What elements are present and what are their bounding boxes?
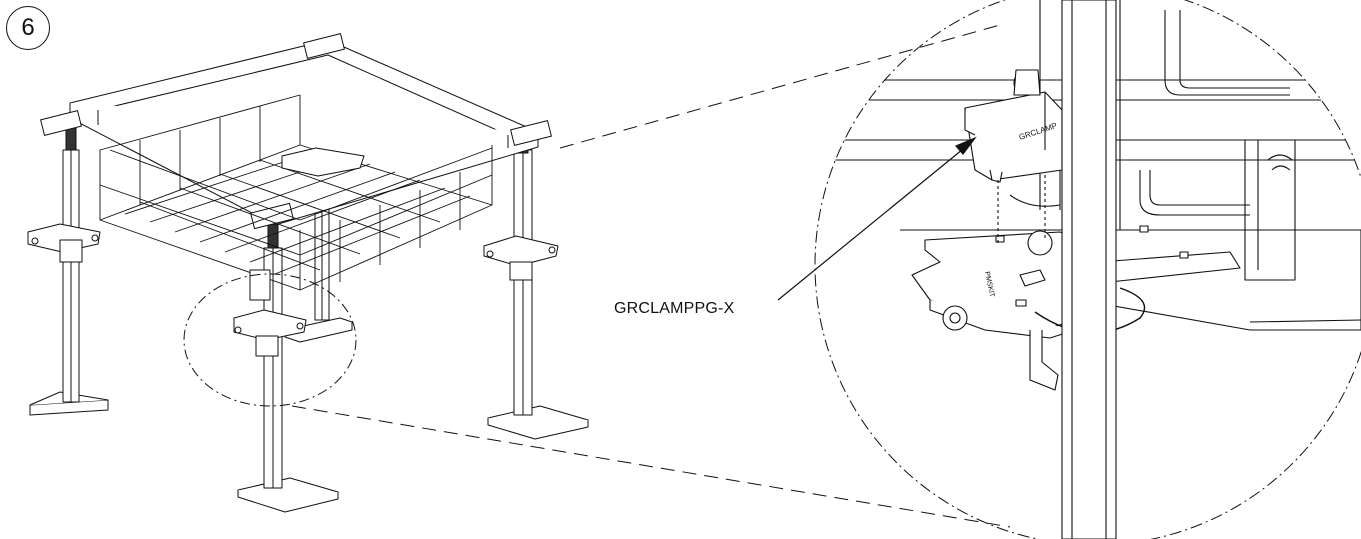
zoom-leader-lines (291, 24, 1011, 528)
alignment-hidden-lines (997, 175, 1046, 245)
part-number-callout: GRCLAMPPG-X (614, 300, 735, 317)
overview-assembly (27, 33, 589, 513)
step-number-badge: 6 (6, 6, 50, 50)
post-clamp-brackets (27, 147, 559, 357)
floor-base-plates (29, 317, 589, 513)
callout-leader (777, 136, 977, 301)
grclamp-upper-part: GRCLAMP (964, 69, 1063, 183)
detail-post (1061, 0, 1117, 539)
enlarged-detail-view: GRCLAMP PMSKIT (830, 0, 1361, 539)
wire-mesh-cable-tray (99, 94, 493, 291)
detail-reference-circle (183, 273, 357, 407)
